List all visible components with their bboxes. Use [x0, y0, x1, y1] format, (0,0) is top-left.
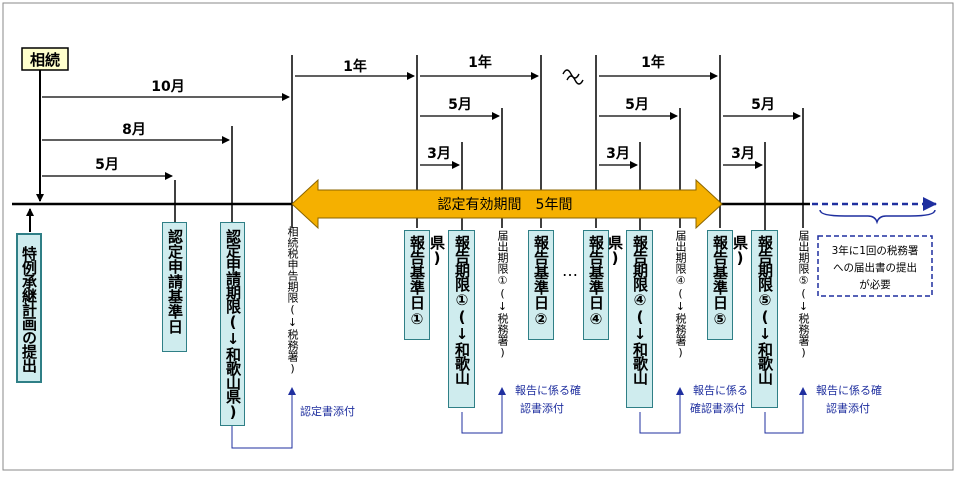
- report-deadline-box-1: 報告期限①(↓和歌山県): [428, 230, 475, 408]
- interval-5-months-b: 5月: [448, 97, 472, 113]
- tax-note-line2: への届出書の提出: [833, 261, 917, 274]
- interval-8-months: 8月: [122, 122, 146, 138]
- report-base-date-box-5: 報告基準日⑤: [707, 230, 733, 340]
- tax-note-line3: が必要: [859, 278, 891, 291]
- interval-5-months-d: 5月: [751, 97, 775, 113]
- break-squiggle: [562, 69, 584, 85]
- outer-frame: [2, 2, 954, 471]
- ellipsis-mark: …: [562, 261, 578, 280]
- interval-arrows: [42, 72, 801, 180]
- tax-return-deadline-text: 相続税申告期限(↓税務署): [286, 226, 299, 375]
- report-deadline-box-4: 報告期限④(↓和歌山県): [606, 230, 653, 408]
- notice-deadline-text-1: 届出期限①(↓税務署): [496, 230, 509, 359]
- certification-period-label: 認定有効期間 5年間: [438, 197, 573, 213]
- start-label-box: [21, 47, 69, 71]
- notice-deadline-text-4: 届出期限④(↓税務署): [674, 230, 687, 359]
- interval-1-year-b: 1年: [468, 54, 492, 71]
- report-base-date-box-1: 報告基準日①: [404, 230, 430, 340]
- attach-note-4-line1: 報告に係る確: [816, 383, 882, 397]
- interval-1-year-a: 1年: [343, 58, 367, 75]
- report-base-date-box-4: 報告基準日④: [583, 230, 609, 340]
- application-deadline-box: 認定申請期限(↓和歌山県): [220, 222, 245, 426]
- attach-note-2-line1: 報告に係る確: [515, 383, 581, 397]
- notice-deadline-text-5: 届出期限⑤(↓税務署): [797, 230, 810, 359]
- interval-5-months-a: 5月: [95, 157, 119, 173]
- attach-note-4-line2: 認書添付: [826, 401, 870, 415]
- tax-note-box: [817, 235, 933, 297]
- report-base-date-box-2: 報告基準日②: [528, 230, 554, 340]
- interval-10-months: 10月: [151, 79, 184, 95]
- report-deadline-box-5: 報告期限⑤(↓和歌山県): [731, 230, 778, 408]
- start-label: 相続: [30, 51, 60, 69]
- attach-note-3-line2: 確認書添付: [690, 401, 745, 415]
- plan-submission-box: 特例承継計画の提出: [16, 233, 42, 383]
- certification-period-arrow: [291, 178, 723, 230]
- interval-3-months-d: 3月: [731, 146, 755, 162]
- tax-note-line1: 3年に1回の税務署: [832, 244, 919, 257]
- attach-note-1: 認定書添付: [300, 404, 355, 418]
- attachment-connectors: [231, 387, 807, 449]
- application-base-date-box: 認定申請基準日: [162, 222, 187, 352]
- attach-note-2-line2: 認書添付: [520, 401, 564, 415]
- interval-1-year-c: 1年: [641, 54, 665, 71]
- interval-3-months-c: 3月: [606, 146, 630, 162]
- interval-3-months-b: 3月: [427, 146, 451, 162]
- continuation-brace: [819, 209, 936, 225]
- interval-5-months-c: 5月: [625, 97, 649, 113]
- attach-note-3-line1: 報告に係る: [693, 384, 748, 397]
